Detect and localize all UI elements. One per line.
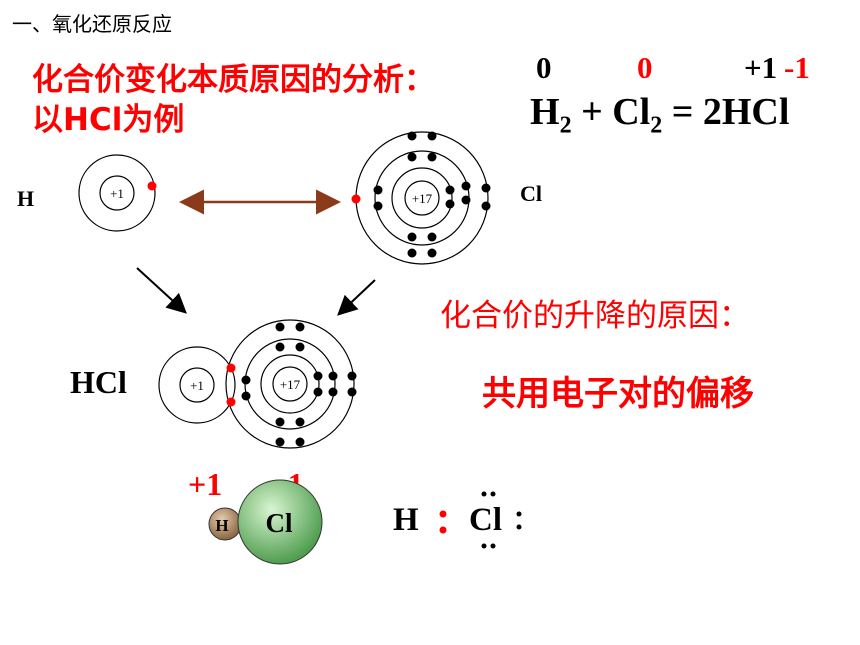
eq-plus: + (571, 91, 613, 133)
lewis-lone-pairs (481, 491, 522, 549)
atom-cl-nucleus: +17 (412, 191, 433, 206)
shared-electron-1 (226, 363, 236, 373)
subtitle: 化合价变化本质原因的分析： 以HCl为例 (32, 60, 435, 140)
hcl-h-nucleus: +1 (190, 378, 204, 393)
lewis-shared-dot-2 (439, 526, 447, 534)
molecule-label: HCl (70, 364, 127, 400)
ox-state-cl-in-hcl: -1 (784, 50, 810, 85)
chemical-equation: H2 + Cl2 = 2HCl (530, 90, 789, 140)
ox-state-h-in-hcl: +1 (744, 50, 778, 85)
hcl-cl-electrons (241, 322, 357, 447)
hcl-cl-nucleus: +17 (280, 377, 301, 392)
arrow-left (136, 267, 187, 314)
reason-value: 共用电子对的偏移 (482, 374, 754, 414)
subtitle-line-2: 以HCl为例 (32, 102, 185, 138)
atom-cl-label: Cl (520, 181, 542, 206)
hcl-h-nucleus-ring (179, 367, 215, 403)
shared-electron-2 (226, 397, 236, 407)
hcl-cl-shell-3 (225, 319, 355, 449)
hcl-h-shell (158, 346, 236, 424)
atom-cl-shell-1 (391, 167, 453, 229)
atom-cl: +17 (351, 131, 491, 265)
ox-state-h2: 0 (536, 50, 552, 85)
eq-cl-sub: 2 (650, 112, 663, 139)
atom-h-shell (78, 154, 156, 232)
atom-h-nucleus-ring (99, 175, 135, 211)
hcl-molecule: +1 +17 (158, 319, 357, 449)
arrow-right (337, 279, 376, 316)
space-filling-model: H Cl (208, 479, 323, 565)
partial-charge-h: +1 (188, 466, 223, 502)
atom-h: +1 (78, 154, 157, 232)
lewis-dots (439, 491, 522, 549)
slide-heading: 一、氧化还原反应 (12, 12, 172, 36)
atom-cl-nucleus-ring (404, 180, 440, 216)
eq-cl: Cl (612, 91, 651, 133)
reason-title: 化合价的升降的原因： (440, 298, 750, 334)
cl-electrons (373, 131, 491, 258)
cl-sphere-label: Cl (266, 508, 293, 538)
oxidation-states-row: 0 0 +1 -1 (0, 50, 860, 90)
lewis-shared-dot-1 (439, 510, 447, 518)
h-sphere-label: H (215, 516, 228, 535)
subtitle-line-1: 化合价变化本质原因的分析： (32, 62, 435, 98)
atom-h-label: H (17, 186, 35, 211)
ox-state-cl2: 0 (637, 50, 653, 85)
lewis-h: H (393, 502, 419, 538)
hcl-cl-nucleus-ring (272, 366, 308, 402)
cl-sphere (237, 479, 323, 565)
hcl-cl-shell-1 (260, 354, 320, 414)
eq-equals: = (662, 91, 703, 133)
h-electron (147, 181, 157, 191)
eq-product: 2HCl (702, 91, 790, 133)
lewis-cl: Cl (469, 502, 502, 538)
eq-h-sub: 2 (559, 112, 572, 139)
atom-h-nucleus: +1 (110, 186, 124, 201)
cl-lone-electron (351, 194, 361, 204)
eq-h: H (530, 91, 560, 133)
